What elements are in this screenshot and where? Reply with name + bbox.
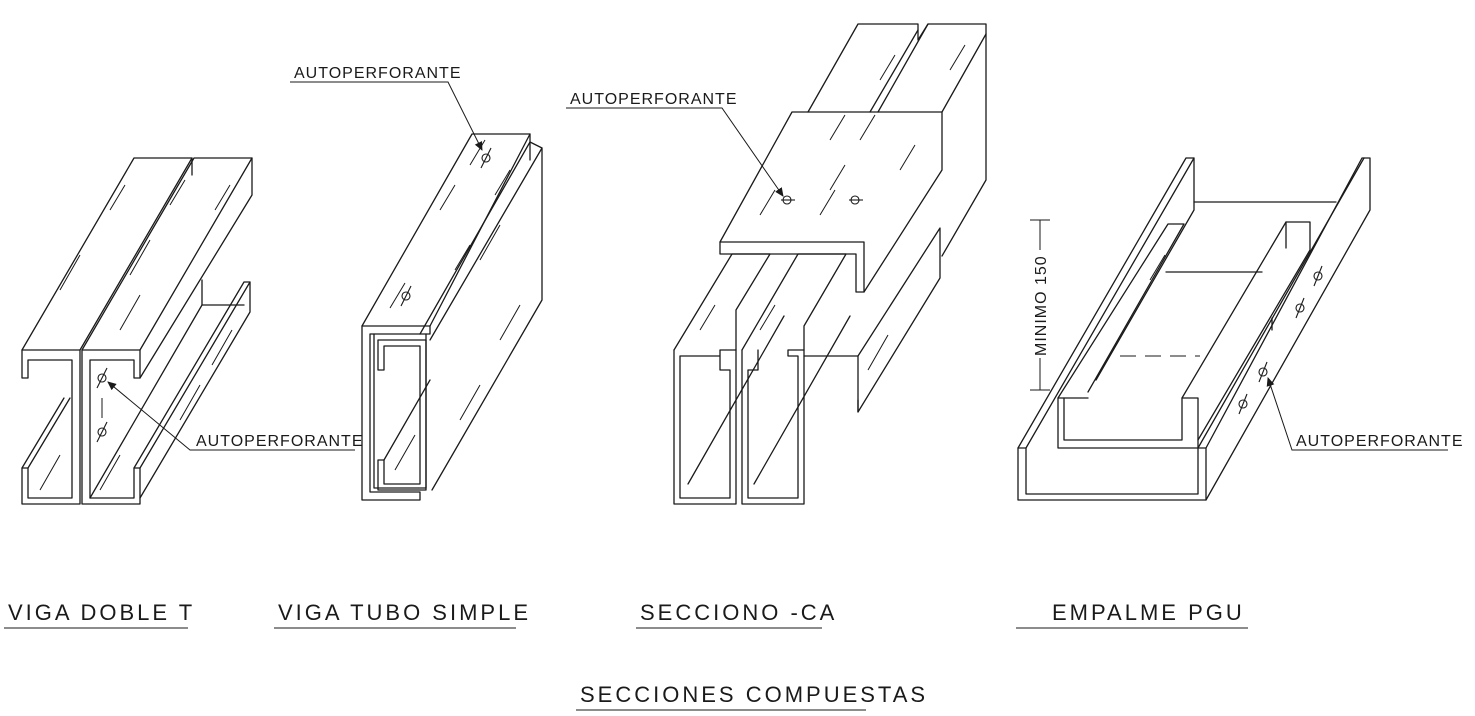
bolt-icon <box>96 421 108 443</box>
bolt-icon <box>400 285 412 307</box>
viga-tubo-simple-drawing: AUTOPERFORANTE <box>290 65 543 501</box>
bolt-icon <box>96 367 108 389</box>
bolt-icon <box>1238 393 1248 415</box>
main-title: SECCIONES COMPUESTAS <box>576 682 928 711</box>
section-title-2: VIGA TUBO SIMPLE <box>274 600 531 629</box>
autoperforante-label: AUTOPERFORANTE <box>294 65 462 82</box>
svg-text:VIGA DOBLE T: VIGA DOBLE T <box>8 600 195 625</box>
bolt-icon <box>480 147 492 169</box>
section-title-1: VIGA DOBLE T <box>4 600 195 629</box>
bolt-icon <box>781 195 795 205</box>
section-title-4: EMPALME PGU <box>1016 600 1248 629</box>
bolt-icon <box>1313 265 1323 287</box>
seccion-ca-drawing: AUTOPERFORANTE <box>566 23 987 505</box>
autoperforante-label: AUTOPERFORANTE <box>196 433 364 450</box>
svg-text:SECCIONO -CA: SECCIONO -CA <box>640 600 837 625</box>
svg-text:VIGA TUBO SIMPLE: VIGA TUBO SIMPLE <box>278 600 531 625</box>
bolt-icon <box>849 195 863 205</box>
svg-text:SECCIONES COMPUESTAS: SECCIONES COMPUESTAS <box>580 682 928 707</box>
viga-doble-t-drawing: AUTOPERFORANTE <box>21 157 364 505</box>
empalme-pgu-drawing: MINIMO 150 AUTOPERFORANTE <box>1017 157 1464 501</box>
minimo-150-dimension: MINIMO 150 <box>1033 255 1050 356</box>
svg-text:EMPALME PGU: EMPALME PGU <box>1052 600 1245 625</box>
bolt-icon <box>1258 361 1268 383</box>
section-title-3: SECCIONO -CA <box>636 600 837 629</box>
bolt-icon <box>1295 297 1305 319</box>
autoperforante-label: AUTOPERFORANTE <box>570 91 738 108</box>
autoperforante-label: AUTOPERFORANTE <box>1296 433 1464 450</box>
